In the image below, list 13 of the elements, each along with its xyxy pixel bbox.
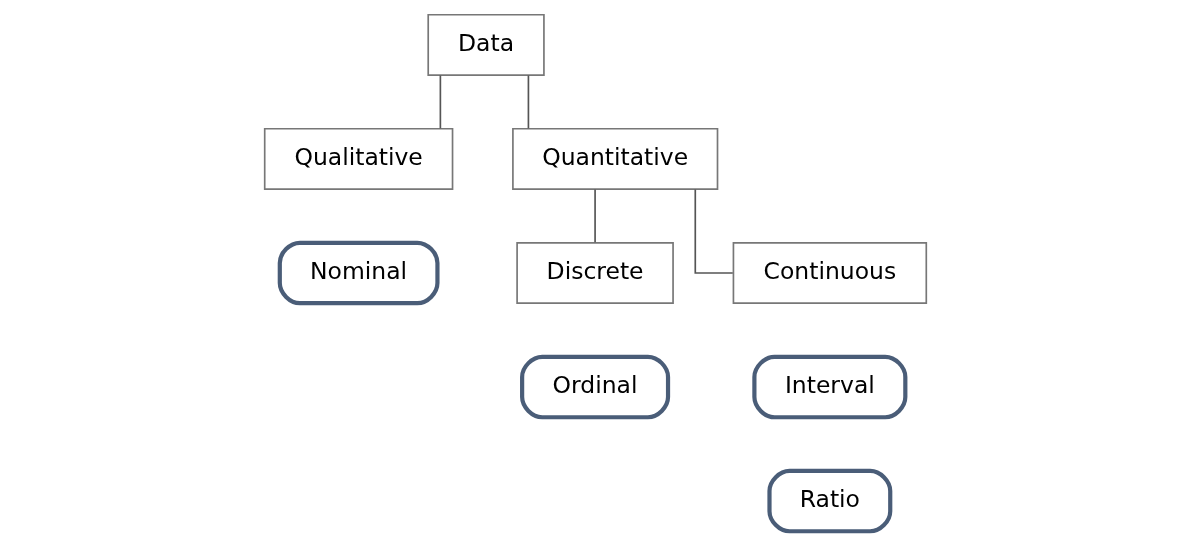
node-box: Continuous — [732, 241, 928, 305]
node-box: Qualitative — [263, 127, 454, 190]
node-box: Ratio — [767, 468, 893, 534]
node-box: Interval — [752, 354, 908, 420]
connector — [527, 74, 530, 130]
node-box: Discrete — [516, 241, 674, 305]
node-box: Ordinal — [520, 354, 671, 420]
node-box: Quantitative — [512, 127, 719, 190]
connector — [439, 74, 442, 130]
node-box: Data — [427, 13, 545, 76]
connector — [694, 188, 734, 274]
node-box: Nominal — [277, 240, 440, 306]
connector — [594, 188, 596, 244]
